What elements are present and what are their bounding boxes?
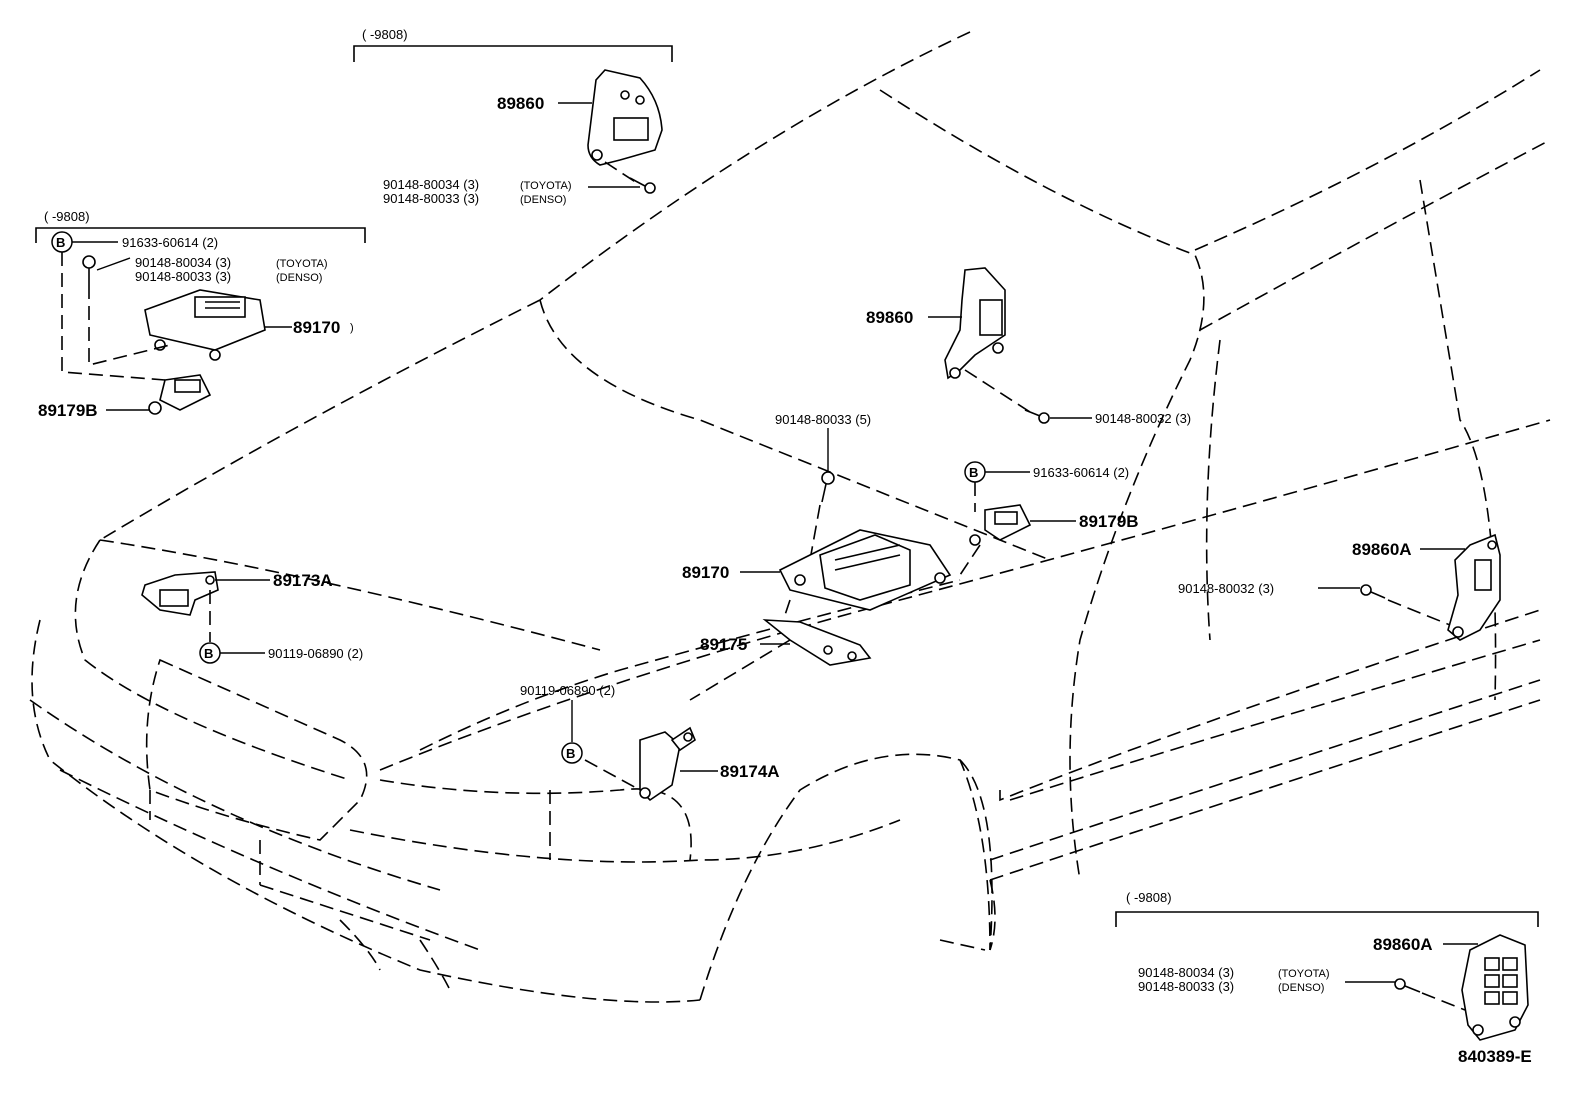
label-89174a: 89174A <box>720 762 780 781</box>
bolt-mid-icon <box>1024 409 1050 424</box>
fastener-center-nut-b: 90119-06890 (2) <box>520 683 615 698</box>
fastener-center-b-bolt: 91633-60614 (2) <box>1033 465 1129 480</box>
callout-b-nut <box>561 742 583 764</box>
callout-b-center-letter: B <box>969 465 978 480</box>
label-89860a-right: 89860A <box>1352 540 1412 559</box>
fastener-left-toyota: 90148-80034 (3) <box>135 255 231 270</box>
sensor-89174a <box>639 726 696 802</box>
label-89170-left-suffix: ) <box>350 322 354 334</box>
fastener-bottom-toyota: 90148-80034 (3) <box>1138 965 1234 980</box>
label-89170-mid: 89170 <box>682 563 729 582</box>
bolt-left-icon <box>82 255 96 285</box>
callout-b-letter: B <box>56 235 65 250</box>
bolt-bottom-icon <box>1394 978 1421 993</box>
sensor-89860a-right <box>1447 533 1501 641</box>
sensor-89860a-bottom <box>1461 934 1529 1041</box>
bracket-bottom-right <box>1115 911 1539 927</box>
fastener-left-toyota-note: (TOYOTA) <box>276 258 328 270</box>
bracket-label-bottom-right: ( -9808) <box>1126 890 1172 905</box>
sensor-89179b-mid <box>969 504 1032 546</box>
bracket-label-top-left: ( -9808) <box>44 209 90 224</box>
callout-b-left-nut-letter: B <box>204 646 213 661</box>
group-bottom-right: ( -9808) 89860A 90148-80034 (3) (TOYOTA)… <box>1115 890 1539 1041</box>
label-89173a: 89173A <box>273 571 333 590</box>
label-89179b-mid: 89179B <box>1079 512 1139 531</box>
callout-b-nut-letter: B <box>566 746 575 761</box>
fastener-bottom-denso-note: (DENSO) <box>1278 982 1324 994</box>
bracket-89175 <box>762 619 872 666</box>
bolt-top-icon <box>629 177 656 194</box>
fastener-center-bolt-33: 90148-80033 (5) <box>775 412 871 427</box>
ecu-89170-mid <box>778 529 952 611</box>
fastener-left-nut-b: 90119-06890 (2) <box>268 646 363 661</box>
group-top-left: ( -9808) B 91633-60614 (2) 90148-80034 (… <box>35 209 366 420</box>
group-center: 90148-80033 (5) B 91633-60614 (2) 89179B <box>520 412 1139 802</box>
bracket-label-top-center: ( -9808) <box>362 27 408 42</box>
sensor-89173a <box>141 571 219 616</box>
fastener-mid-bolt-32: 90148-80032 (3) <box>1095 411 1191 426</box>
fastener-top-toyota: 90148-80034 (3) <box>383 177 479 192</box>
label-89175: 89175 <box>700 635 747 654</box>
fastener-bottom-toyota-note: (TOYOTA) <box>1278 968 1330 980</box>
sensor-89860-mid <box>944 267 1006 380</box>
fastener-top-denso-note: (DENSO) <box>520 194 566 206</box>
label-89860-mid: 89860 <box>866 308 913 327</box>
label-89179b-left: 89179B <box>38 401 98 420</box>
fastener-top-denso: 90148-80033 (3) <box>383 191 479 206</box>
bolt-right-icon <box>1360 584 1386 599</box>
group-top-center: ( -9808) 89860 90148-80034 (3) (TOYOTA) … <box>353 27 673 206</box>
label-89860a-bottom: 89860A <box>1373 935 1433 954</box>
fastener-right-bolt-32: 90148-80032 (3) <box>1178 581 1274 596</box>
label-89170-left: 89170 <box>293 318 340 337</box>
ecu-89170-left <box>144 289 266 361</box>
group-right: 89860A 90148-80032 (3) <box>1178 533 1501 641</box>
label-89860-top: 89860 <box>497 94 544 113</box>
diagram-code: 840389-E <box>1458 1047 1532 1066</box>
fastener-bottom-denso: 90148-80033 (3) <box>1138 979 1234 994</box>
bracket-top-left <box>35 227 366 243</box>
group-left-front: 89173A B 90119-06890 (2) <box>141 571 363 664</box>
sensor-89179b-left <box>148 374 212 415</box>
car-body-outline <box>29 31 1551 1003</box>
group-mid-sensor: 89860 90148-80032 (3) <box>866 267 1191 426</box>
sensor-89860-top <box>587 69 663 166</box>
bracket-top-center <box>353 45 673 62</box>
bolt-center-icon <box>821 471 835 503</box>
fastener-left-denso: 90148-80033 (3) <box>135 269 231 284</box>
fastener-top-toyota-note: (TOYOTA) <box>520 180 572 192</box>
fastener-left-b-bolt: 91633-60614 (2) <box>122 235 218 250</box>
fastener-left-denso-note: (DENSO) <box>276 272 322 284</box>
